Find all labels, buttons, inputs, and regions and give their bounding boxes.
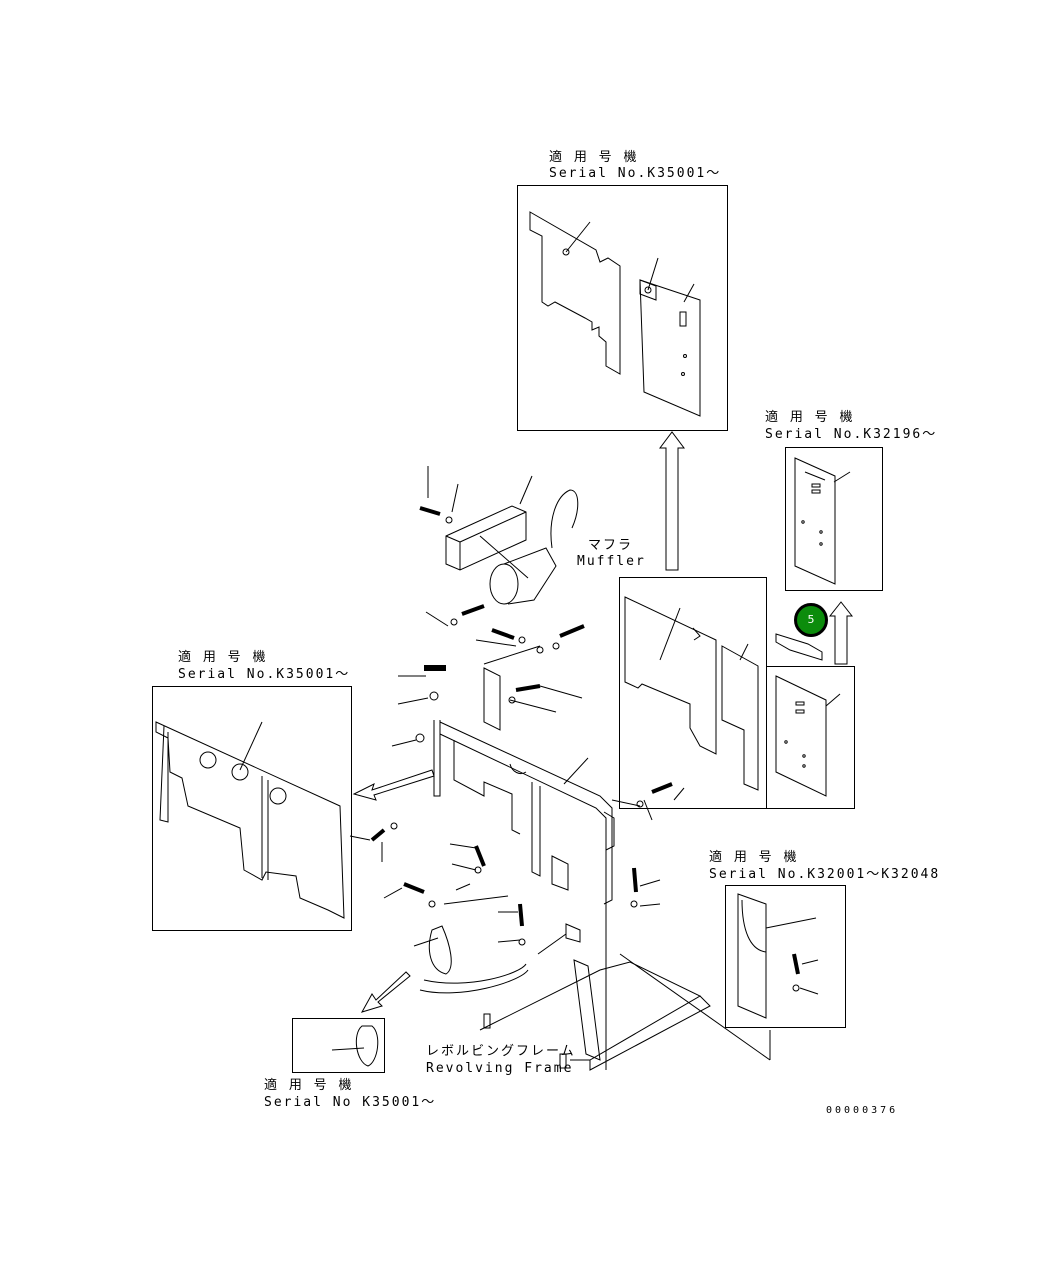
frame-en-label: Revolving Frame — [426, 1061, 574, 1076]
frame-jp-label: レボルビングフレーム — [426, 1044, 576, 1059]
left-serial-label: Serial No.K35001〜 — [178, 667, 351, 682]
callout-marker[interactable]: 5 — [794, 603, 828, 637]
drawing-number: 00000376 — [826, 1105, 899, 1116]
detail-box-right-top — [785, 447, 883, 591]
muffler-en-label: Muffler — [577, 554, 646, 569]
right-bottom-serial-label: Serial No.K32001〜K32048 — [709, 867, 941, 882]
bottom-serial-label: Serial No K35001〜 — [264, 1095, 437, 1110]
right-top-serial-label: Serial No.K32196〜 — [765, 427, 938, 442]
detail-box-left — [152, 686, 352, 931]
detail-box-right-bottom — [725, 885, 846, 1028]
top-serial-label: Serial No.K35001〜 — [549, 166, 722, 181]
detail-box-bottom — [292, 1018, 385, 1073]
muffler-jp-label: マフラ — [588, 538, 634, 553]
detail-box-right-mid — [766, 666, 855, 809]
detail-box-top — [517, 185, 728, 431]
top-jp-label: 適 用 号 機 — [549, 150, 639, 165]
right-bottom-jp-label: 適 用 号 機 — [709, 850, 799, 865]
left-jp-label: 適 用 号 機 — [178, 650, 268, 665]
bottom-jp-label: 適 用 号 機 — [264, 1078, 354, 1093]
right-top-jp-label: 適 用 号 機 — [765, 410, 855, 425]
